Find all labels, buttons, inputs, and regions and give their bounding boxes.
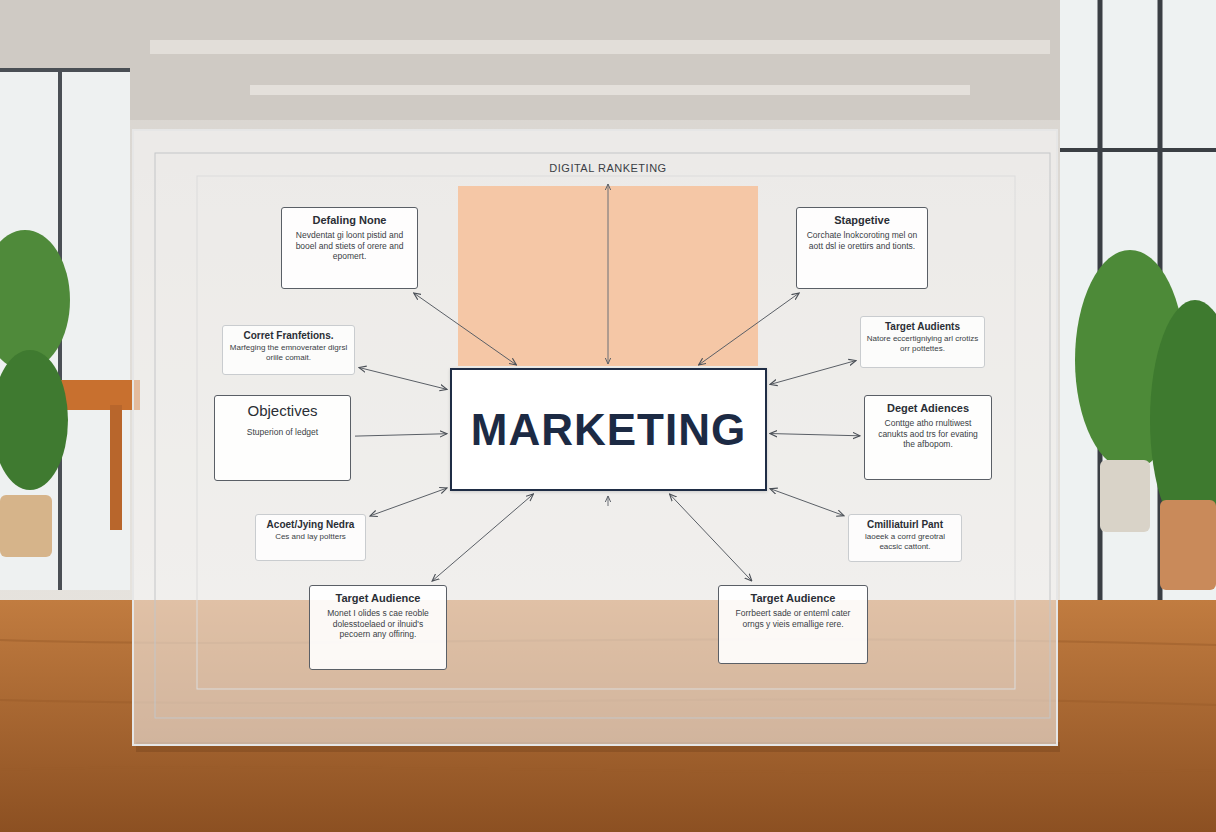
- box-heading: Stapgetive: [834, 214, 890, 226]
- connector-arrow: [370, 488, 447, 516]
- connector-arrow: [414, 293, 517, 365]
- box-body: Conttge atho rnultiwest canukts aod trs …: [872, 418, 984, 450]
- box-body: Stuperion of ledget: [247, 427, 318, 438]
- connector-arrow: [670, 494, 752, 581]
- topic-box: Corret Franfetions. Marfeging the emnover…: [222, 325, 355, 375]
- board-border: [155, 153, 1050, 718]
- box-heading: Corret Franfetions.: [243, 330, 333, 341]
- right-window: [1060, 0, 1216, 600]
- ceiling-beam: [250, 85, 970, 95]
- plant: [0, 350, 68, 490]
- ceiling: [0, 0, 1216, 120]
- window-frame: [1060, 148, 1216, 152]
- connector-arrow: [770, 489, 844, 516]
- topic-box: ObjectivesStuperion of ledget: [214, 395, 351, 481]
- glass-board: [133, 130, 1057, 745]
- box-body: laoeek a corrd greotral eacsic cattont.: [854, 532, 956, 551]
- central-label: MARKETING: [471, 405, 746, 455]
- board-inner-border: [197, 176, 1015, 689]
- box-body: Forrbeert sade or enteml cater orngs y v…: [726, 608, 860, 629]
- plant: [0, 230, 70, 370]
- topic-box: StapgetiveCorchate lnokcoroting mel on a…: [796, 207, 928, 289]
- ceiling-beam: [150, 40, 1050, 54]
- box-body: Natore eccertigniying arl crotizs orr po…: [866, 334, 979, 353]
- box-heading: Target Audience: [336, 592, 421, 604]
- diagram-title: DIGITAL RANKETING: [508, 162, 708, 174]
- plant-pot: [0, 495, 52, 557]
- box-heading: Acoet/Jying Nedra: [267, 519, 355, 530]
- short-arrow: [608, 496, 609, 506]
- table-leg: [110, 405, 122, 530]
- box-heading: Cmilliatuirl Pant: [867, 519, 943, 530]
- topic-box: Target AudienceMonet I olides s cae reob…: [309, 585, 447, 670]
- topic-box: Target AudientsNatore eccertigniying arl…: [860, 316, 985, 368]
- window-frame: [0, 68, 130, 72]
- title-leader: [608, 184, 609, 364]
- connector-arrow: [359, 368, 447, 390]
- topic-box: Deget AdiencesConttge atho rnultiwest ca…: [864, 395, 992, 480]
- box-body: Marfeging the emnoverater digrsl oriile …: [228, 343, 349, 362]
- connector-arrow: [699, 293, 800, 365]
- box-body: Corchate lnokcoroting mel on aott dsl ie…: [804, 230, 920, 251]
- topic-box: Target AudienceForrbeert sade or enteml …: [718, 585, 868, 664]
- connector-arrow: [770, 434, 860, 436]
- topic-box: Cmilliatuirl Pant laoeek a corrd greotral…: [848, 514, 962, 562]
- connector-arrow: [770, 361, 856, 385]
- topic-box: Acoet/Jying NedraCes and lay poltters: [255, 514, 366, 561]
- box-body: Ces and lay poltters: [275, 532, 346, 542]
- topic-box: Defaling NoneNevdentat gi loont pistid a…: [281, 207, 418, 289]
- box-heading: Target Audience: [751, 592, 836, 604]
- box-heading: Objectives: [247, 402, 317, 419]
- box-body: Monet I olides s cae reoble dolesstoelae…: [317, 608, 439, 640]
- connector-arrow: [355, 434, 447, 436]
- central-box: MARKETING: [450, 368, 767, 491]
- box-heading: Deget Adiences: [887, 402, 969, 414]
- box-body: Nevdentat gi loont pistid and booel and …: [289, 230, 410, 262]
- box-heading: Target Audients: [885, 321, 960, 332]
- connector-arrow: [432, 494, 533, 581]
- box-heading: Defaling None: [313, 214, 387, 226]
- plant-pot: [1100, 460, 1150, 532]
- plant-pot: [1160, 500, 1216, 590]
